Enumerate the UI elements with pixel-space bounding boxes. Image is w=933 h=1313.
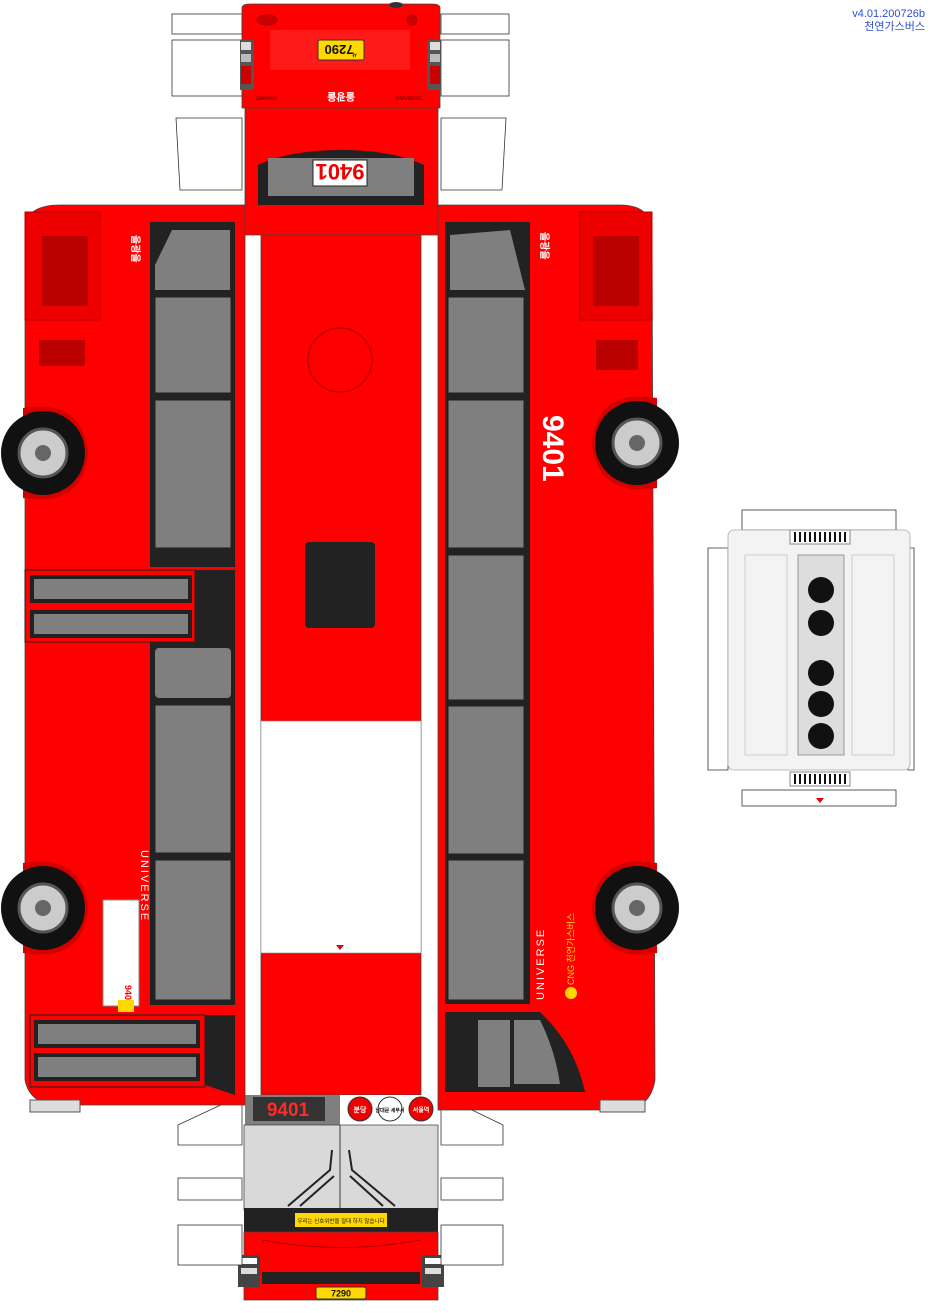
front-badge-3: 서울역 xyxy=(413,1106,430,1114)
front-badge-1: 분당 xyxy=(354,1105,367,1114)
right-cng-label: CNG 천연가스버스 xyxy=(566,913,576,985)
wheel-icon xyxy=(1,406,88,500)
rear-operator-mark: 을광을 xyxy=(327,90,355,102)
wheel-icon xyxy=(1,861,88,955)
rear-brand-right: UNIVERSE xyxy=(396,96,422,102)
svg-text:7290: 7290 xyxy=(331,1289,351,1299)
roof-unit-mount xyxy=(260,720,422,954)
right-operator-mark: 을광을 xyxy=(538,232,550,260)
wipers xyxy=(287,1149,396,1207)
left-windows xyxy=(150,222,235,1005)
fold-arrow-icon xyxy=(336,945,344,950)
rear-glue-tabs xyxy=(171,13,510,191)
front-destination-sign xyxy=(253,1097,325,1121)
wheel-icon xyxy=(592,396,679,490)
left-side: 을광을 UNIVERSE 9401 xyxy=(1,204,246,1113)
right-side: 9401 을광을 UNIVERSE CNG 천연가스버스 xyxy=(437,204,679,1113)
version-name: 천연가스버스 xyxy=(864,21,925,33)
front-banner xyxy=(295,1213,387,1227)
left-model-text: UNIVERSE xyxy=(138,850,150,922)
rear-plate: 7290 사 xyxy=(317,39,365,61)
right-windows xyxy=(445,222,530,1004)
front-banner-text: 우리는 신호위반을 절대 하지 않습니다 xyxy=(297,1217,384,1225)
svg-text:7290: 7290 xyxy=(325,42,354,57)
front-windshield xyxy=(243,1124,439,1211)
right-model-text: UNIVERSE xyxy=(535,928,547,1000)
roof-hatch-round xyxy=(307,327,373,393)
rear-window-route: 9401 xyxy=(316,159,365,184)
left-vent-grille xyxy=(42,236,88,306)
front-badge-2: 남대문 세무서 xyxy=(376,1107,405,1114)
svg-text:9401: 9401 xyxy=(123,985,133,1005)
roof-vent-icon xyxy=(808,577,834,749)
right-vent-grille xyxy=(593,236,639,306)
roof-hatch xyxy=(305,542,375,628)
roof-ac-unit-part xyxy=(707,509,915,807)
roof xyxy=(260,234,422,1096)
right-route-number: 9401 xyxy=(536,415,569,482)
left-route-card xyxy=(102,899,140,1007)
front-badges: 분당 남대문 세무서 서울역 xyxy=(347,1096,434,1122)
version-label: v4.01.200726b 천연가스버스 xyxy=(852,8,925,34)
front-destination-route: 9401 xyxy=(267,1100,310,1121)
front-plate: 7290 xyxy=(315,1286,367,1300)
version-code: v4.01.200726b xyxy=(852,8,925,20)
fold-arrow-icon xyxy=(816,798,824,803)
center-strip: 7290 사 daewoo UNIVERSE 을광을 9401 9401 분당 xyxy=(238,2,444,1301)
svg-text:사: 사 xyxy=(352,51,357,58)
wheel-icon xyxy=(592,861,679,955)
front-grille xyxy=(262,1272,420,1284)
left-operator-mark: 을광을 xyxy=(129,235,141,263)
rear-brand-left: daewoo xyxy=(256,96,278,102)
